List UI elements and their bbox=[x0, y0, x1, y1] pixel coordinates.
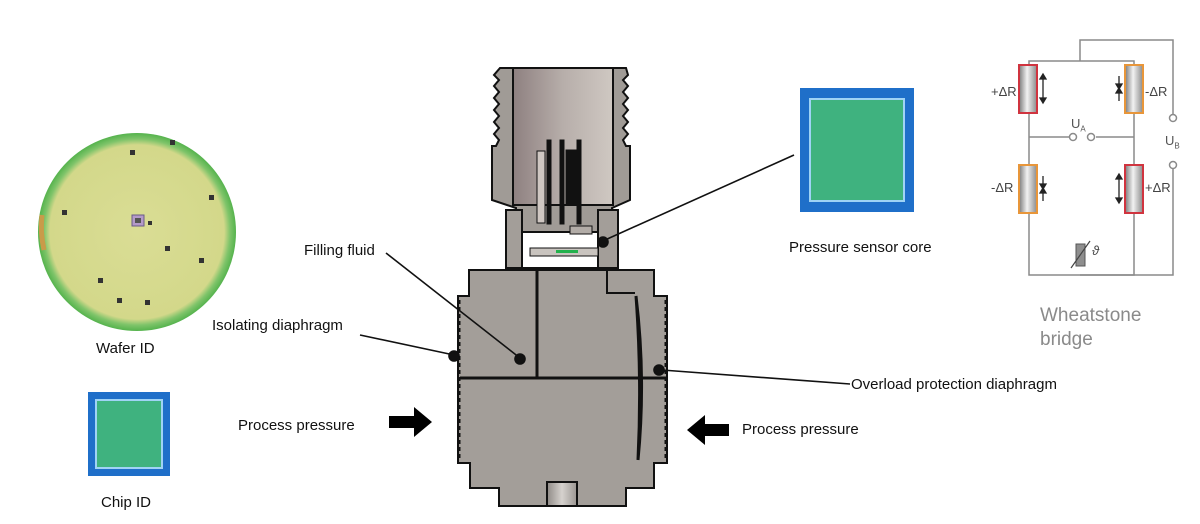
process-pressure-right-label: Process pressure bbox=[742, 421, 859, 438]
ub-subscript: B bbox=[1174, 141, 1180, 151]
arrow-right-icon bbox=[389, 407, 432, 437]
resistor-bottom-right bbox=[1124, 164, 1144, 214]
isolating-diaphragm-label: Isolating diaphragm bbox=[212, 317, 343, 334]
wafer-id-label: Wafer ID bbox=[96, 340, 155, 357]
resistor-bottom-right-label: +ΔR bbox=[1145, 180, 1171, 195]
filling-fluid-label: Filling fluid bbox=[304, 242, 375, 259]
resistor-top-right-label: -ΔR bbox=[1145, 84, 1168, 99]
wheatstone-title-line1: Wheatstone bbox=[1040, 305, 1142, 326]
ua-symbol: U bbox=[1071, 116, 1081, 131]
ub-symbol: U bbox=[1165, 133, 1175, 148]
chip-id-label: Chip ID bbox=[101, 494, 152, 511]
ub-label: UB bbox=[1165, 133, 1180, 151]
overload-diaphragm bbox=[634, 295, 644, 461]
resistor-top-right bbox=[1124, 64, 1144, 114]
resistor-bottom-left bbox=[1018, 164, 1038, 214]
sensor-core-chip-image bbox=[800, 88, 914, 212]
chip-id-image bbox=[88, 392, 170, 476]
wafer-image bbox=[38, 133, 236, 331]
wheatstone-bridge-diagram bbox=[1018, 39, 1178, 276]
sensor-core-label: Pressure sensor core bbox=[789, 239, 932, 256]
process-pressure-left-label: Process pressure bbox=[238, 417, 355, 434]
arrow-left-icon bbox=[687, 415, 729, 445]
thermistor-label: ϑ bbox=[1092, 243, 1100, 258]
resistor-bottom-left-label: -ΔR bbox=[991, 180, 1014, 195]
ua-label: UA bbox=[1071, 116, 1086, 134]
resistor-top-left-label: +ΔR bbox=[991, 84, 1017, 99]
wheatstone-bridge-title: Wheatstone bridge bbox=[1040, 304, 1141, 352]
resistor-top-left bbox=[1018, 64, 1038, 114]
pressure-port bbox=[546, 481, 578, 507]
ua-subscript: A bbox=[1080, 124, 1086, 134]
leader-lines bbox=[359, 154, 851, 385]
overload-diaphragm-label: Overload protection diaphragm bbox=[851, 376, 1057, 393]
wheatstone-title-line2: bridge bbox=[1040, 329, 1093, 350]
transmitter-cross-section bbox=[457, 67, 668, 507]
housing-neck bbox=[505, 209, 619, 271]
